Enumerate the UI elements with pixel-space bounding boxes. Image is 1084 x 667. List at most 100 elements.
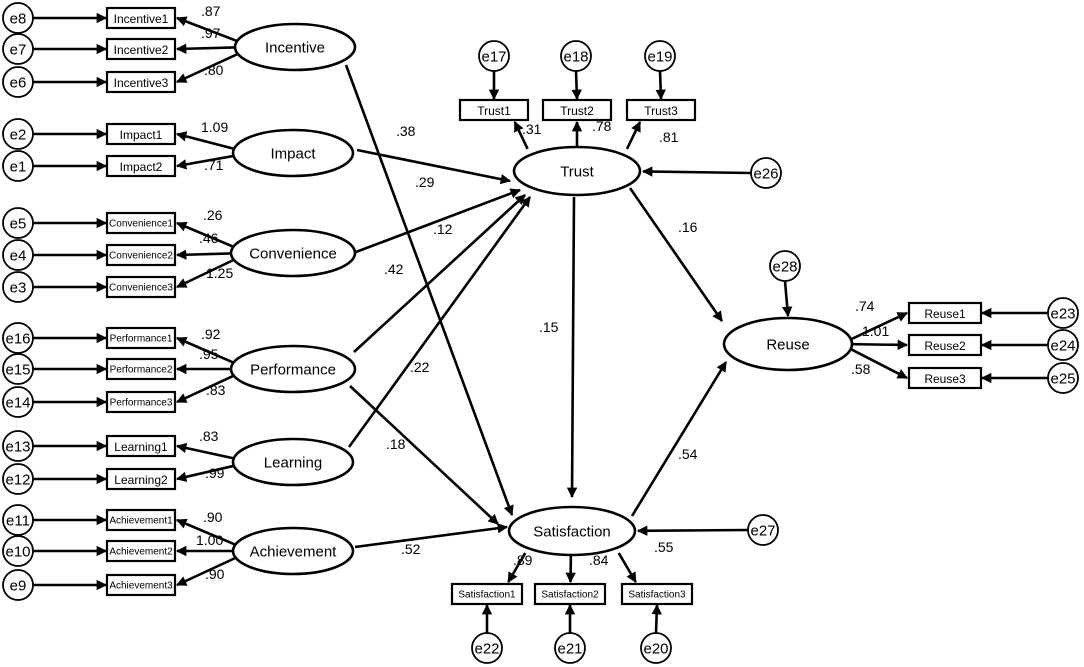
loading-arrow-learning1: [175, 442, 238, 461]
error-term-e15: [2, 353, 34, 385]
latent-label-performance: Performance: [250, 362, 336, 379]
loading-arrow-trust1: [513, 121, 529, 150]
path-arrow-satisfaction-reuse: [630, 361, 728, 517]
error-term-label-e9: e9: [10, 578, 27, 595]
indicator-label-performance1: Performance1: [110, 334, 173, 345]
error-term-e7: [2, 33, 34, 65]
error-term-label-e10: e10: [5, 544, 30, 561]
indicator-box-satisfaction3: [620, 582, 694, 606]
error-term-e12: [2, 463, 34, 495]
error-term-label-e21: e21: [557, 641, 582, 658]
indicator-label-trust1: Trust1: [477, 104, 511, 118]
indicator-label-achievement1: Achievement1: [109, 516, 173, 527]
loading-value-learning1: .83: [199, 428, 219, 444]
error-term-e28: [769, 250, 801, 282]
loading-arrow-incentive2: [175, 43, 240, 54]
error-term-label-e6: e6: [10, 75, 27, 92]
path-arrow-performance-satisfaction: [349, 385, 499, 525]
loading-value-trust2: .78: [592, 118, 612, 134]
path-arrow-learning-trust: [347, 196, 532, 448]
loading-value-performance2: .95: [199, 346, 219, 362]
path-coefficient-satisfaction-reuse: .54: [678, 446, 698, 462]
indicator-label-learning1: Learning1: [114, 440, 168, 454]
indicator-box-satisfaction1: [450, 582, 524, 606]
latent-variable-incentive: [233, 22, 357, 72]
indicator-box-incentive1: [105, 6, 177, 30]
loading-arrow-impact1: [175, 131, 238, 151]
error-term-label-e18: e18: [563, 49, 588, 66]
path-coefficient-achievement-satisfaction: .52: [401, 541, 421, 557]
error-term-label-e23: e23: [1050, 306, 1075, 323]
indicator-label-incentive3: Incentive3: [114, 76, 169, 90]
indicator-label-learning2: Learning2: [114, 473, 168, 487]
error-term-e18: [560, 40, 592, 72]
loading-arrow-satisfaction3: [617, 552, 637, 583]
loading-value-impact1: 1.09: [201, 119, 229, 135]
error-term-e1: [2, 150, 34, 182]
loading-value-incentive1: .87: [201, 3, 221, 19]
error-term-e6: [2, 66, 34, 98]
path-arrow-performance-trust: [353, 194, 526, 353]
indicator-box-impact2: [105, 154, 177, 178]
indicator-label-impact1: Impact1: [120, 128, 163, 142]
indicator-label-satisfaction1: Satisfaction1: [458, 590, 516, 601]
error-term-label-e7: e7: [10, 42, 27, 59]
indicator-label-trust3: Trust3: [644, 104, 678, 118]
latent-label-reuse: Reuse: [766, 337, 809, 354]
indicator-box-convenience2: [105, 243, 177, 267]
error-term-e8: [2, 2, 34, 34]
indicator-box-trust3: [625, 98, 697, 122]
indicator-label-incentive1: Incentive1: [114, 12, 169, 26]
indicator-box-reuse1: [907, 301, 983, 325]
indicator-box-convenience1: [105, 211, 177, 235]
error-term-label-e24: e24: [1050, 338, 1075, 355]
error-term-e11: [2, 504, 34, 536]
path-coefficient-trust-satisfaction: .15: [539, 319, 559, 335]
indicator-box-performance2: [105, 357, 177, 381]
error-term-label-e1: e1: [10, 159, 27, 176]
latent-variable-achievement: [231, 526, 355, 576]
indicator-box-satisfaction2: [533, 582, 607, 606]
path-coefficient-performance-satisfaction: .18: [386, 436, 406, 452]
error-term-e20: [640, 632, 672, 664]
error-term-label-e27: e27: [750, 523, 775, 540]
indicator-box-performance3: [105, 390, 177, 414]
error-term-e10: [2, 535, 34, 567]
indicator-label-trust2: Trust2: [560, 104, 594, 118]
loading-arrow-convenience3: [176, 257, 236, 289]
indicator-label-achievement2: Achievement2: [109, 547, 173, 558]
path-coefficient-incentive-satisfaction: .38: [396, 123, 416, 139]
indicator-label-performance2: Performance2: [110, 365, 173, 376]
loading-arrow-reuse2: [848, 339, 909, 351]
latent-variable-learning: [231, 437, 355, 487]
path-coefficient-convenience-trust: .12: [433, 221, 453, 237]
indicator-box-achievement1: [105, 508, 177, 532]
error-term-label-e16: e16: [5, 331, 30, 348]
error-term-label-e28: e28: [772, 259, 797, 276]
indicator-box-reuse2: [907, 333, 983, 357]
loading-value-achievement3: .90: [205, 566, 225, 582]
error-term-label-e22: e22: [474, 641, 499, 658]
path-arrow-convenience-trust: [355, 188, 521, 254]
error-term-label-e26: e26: [753, 166, 778, 183]
indicator-label-convenience2: Convenience2: [109, 251, 173, 262]
latent-variable-satisfaction: [507, 505, 637, 557]
indicator-box-reuse3: [907, 366, 983, 390]
path-arrow-trust-reuse: [628, 187, 724, 322]
error-term-e13: [2, 430, 34, 462]
error-term-e23: [1047, 297, 1079, 329]
loading-value-satisfaction2: .84: [589, 552, 609, 568]
error-term-label-e4: e4: [10, 248, 27, 265]
indicator-box-trust2: [541, 98, 613, 122]
latent-variable-impact: [231, 128, 355, 178]
loading-arrow-achievement3: [176, 555, 238, 587]
indicator-box-learning1: [105, 434, 177, 458]
indicator-box-achievement2: [105, 539, 177, 563]
error-term-label-e17: e17: [481, 49, 506, 66]
indicator-label-convenience1: Convenience1: [109, 219, 173, 230]
indicator-box-performance1: [105, 326, 177, 350]
loading-value-convenience1: .26: [203, 207, 223, 223]
error-term-e22: [471, 632, 503, 664]
loading-arrow-incentive1: [176, 16, 240, 43]
error-term-e16: [2, 322, 34, 354]
